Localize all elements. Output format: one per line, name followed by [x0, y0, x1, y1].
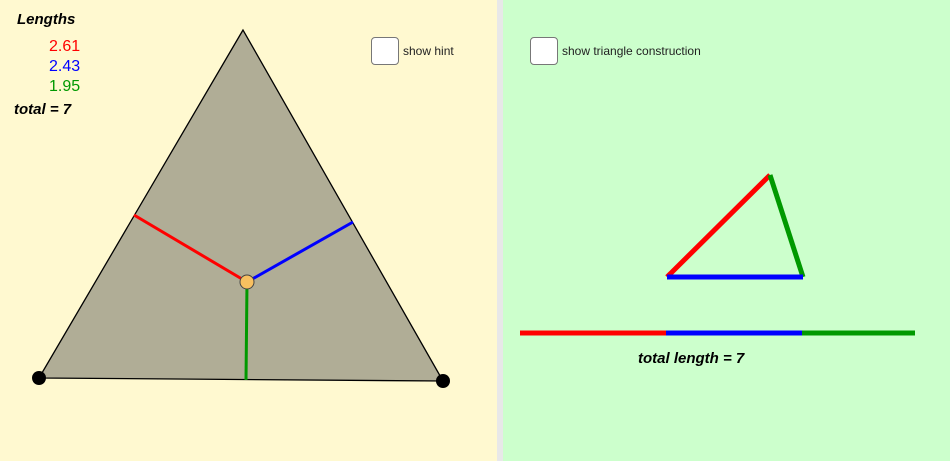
green-length: 1.95: [49, 78, 81, 95]
show-hint-label: show hint: [403, 44, 454, 58]
right-panel: show triangle construction total length …: [503, 0, 950, 461]
total-text: total = 7: [14, 101, 72, 118]
show-hint-checkbox[interactable]: show hint: [371, 37, 454, 65]
lengths-title: Lengths: [17, 11, 76, 28]
show-triangle-construction-checkbox[interactable]: show triangle construction: [530, 37, 701, 65]
show-construction-label: show triangle construction: [562, 44, 701, 58]
panel-divider: [497, 0, 503, 461]
interior-point-handle[interactable]: [239, 274, 255, 290]
left-panel: Lengths 2.61 2.43 1.95 total = 7 show hi…: [0, 0, 497, 461]
vertex-left-handle[interactable]: [32, 371, 46, 385]
total-length-text: total length = 7: [638, 350, 745, 367]
green-side: [767, 174, 806, 278]
red-length: 2.61: [49, 38, 81, 55]
red-side: [665, 173, 772, 279]
checkbox-box[interactable]: [371, 37, 399, 65]
construction-drawing: [520, 173, 915, 336]
triangle: [37, 28, 445, 382]
red-segment: [133, 213, 248, 284]
checkbox-box[interactable]: [530, 37, 558, 65]
vertex-right-handle[interactable]: [436, 374, 450, 388]
green-segment: [244, 281, 249, 381]
triangle-drawing: [32, 28, 450, 388]
blue-segment: [246, 220, 354, 284]
blue-length: 2.43: [49, 58, 81, 75]
